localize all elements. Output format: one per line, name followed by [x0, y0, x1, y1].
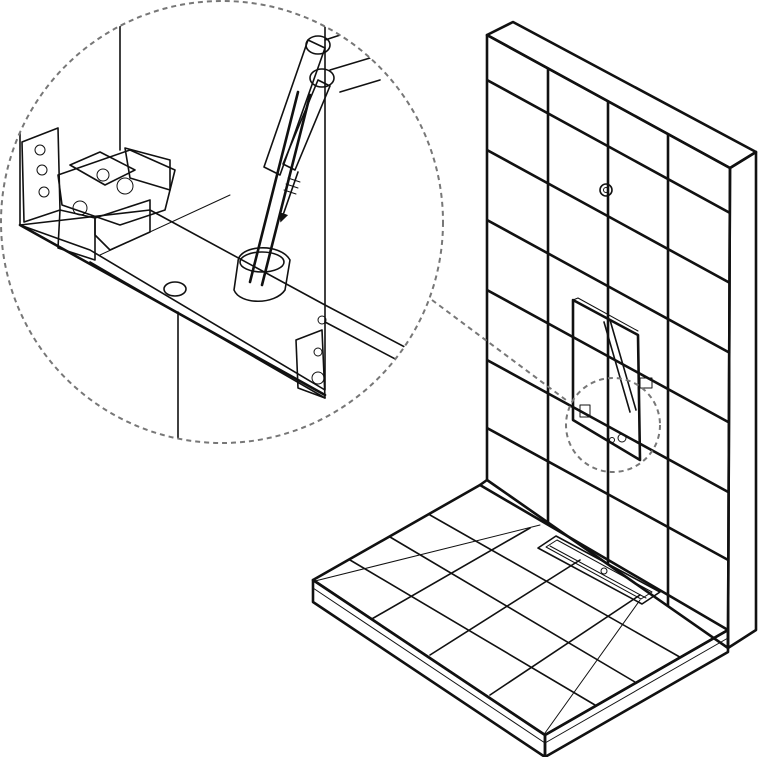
arrow-down-icon	[279, 171, 301, 223]
wall-outlet	[599, 183, 613, 197]
callout-leader-line	[431, 299, 567, 401]
mounting-bracket	[21, 127, 176, 261]
detail-zoom	[0, 0, 444, 444]
floor-tiles	[311, 483, 730, 737]
drain-channel	[537, 535, 661, 605]
wall-opening	[571, 297, 653, 462]
tiled-wall	[478, 20, 758, 650]
hose-elbow	[233, 90, 312, 302]
detail-zoom-circle	[0, 0, 444, 444]
lower-fitting	[295, 315, 327, 399]
shower-tray	[311, 578, 730, 757]
detail-marker-circle	[565, 377, 661, 473]
